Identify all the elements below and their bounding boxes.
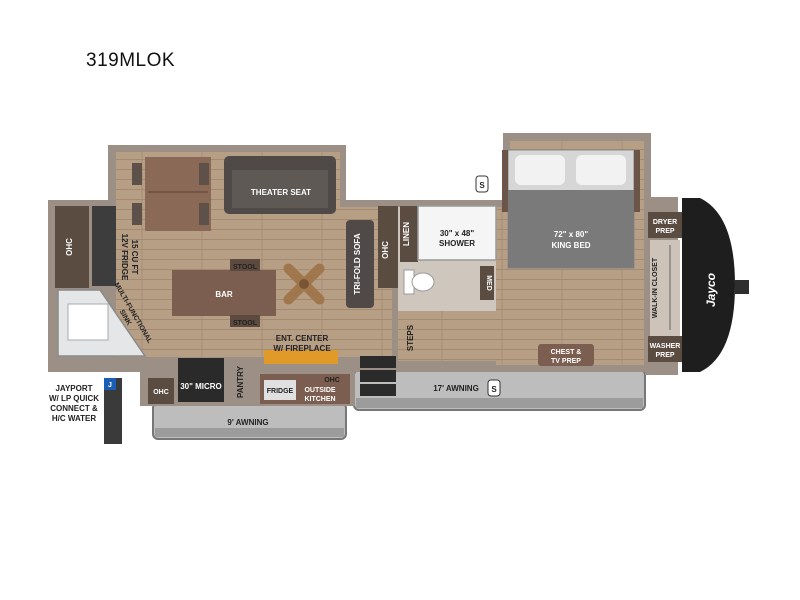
washer-line2: PREP — [655, 352, 674, 359]
fridge-12v — [92, 206, 116, 286]
stool-bottom: STOOL — [233, 320, 258, 327]
shower — [417, 205, 497, 261]
washer-line1: WASHER — [650, 343, 681, 350]
fridge-outside-label: FRIDGE — [267, 388, 294, 395]
chest-line2: TV PREP — [551, 358, 581, 365]
jayport-marker-text: J — [108, 382, 112, 389]
steps-label: STEPS — [406, 324, 415, 351]
bed-line1: 72" x 80" — [554, 230, 588, 239]
tri-fold-sofa-label: TRI-FOLD SOFA — [353, 233, 362, 295]
chest-line1: CHEST & — [551, 349, 582, 356]
awning-17-label: 17' AWNING — [433, 384, 479, 393]
dryer-line2: PREP — [655, 228, 674, 235]
slide-marker-top — [475, 175, 489, 193]
toilet — [403, 269, 435, 295]
shower-line1: 30" x 48" — [440, 229, 474, 238]
bar — [172, 270, 276, 316]
micro-label: 30" MICRO — [180, 382, 222, 391]
fridge-12v-line1: 15 CU FT — [130, 240, 139, 275]
steps — [360, 356, 396, 396]
washer-prep — [648, 336, 682, 362]
med-cabinet — [480, 266, 494, 300]
ohc-mid-label: OHC — [381, 241, 390, 259]
med-label: MED — [485, 275, 492, 291]
awning-9-label: 9' AWNING — [227, 418, 268, 427]
slide-marker-awning — [487, 379, 501, 397]
dinette — [132, 157, 211, 231]
shower-line2: SHOWER — [439, 239, 475, 248]
outside-line2: KITCHEN — [304, 396, 335, 403]
slide-marker-top-text: S — [479, 181, 485, 190]
ceiling-fan — [283, 263, 325, 305]
walk-in-closet — [650, 240, 680, 336]
jayport-line4: H/C WATER — [52, 414, 97, 423]
ent-line2: W/ FIREPLACE — [273, 344, 331, 353]
ohc-bottom-label: OHC — [153, 389, 169, 396]
slide-marker-awning-text: S — [491, 385, 497, 394]
floor-hall — [398, 311, 496, 361]
dryer-line1: DRYER — [653, 219, 677, 226]
bar-label: BAR — [215, 290, 233, 299]
brand-logo: Jayco — [704, 273, 718, 307]
linen-label: LINEN — [402, 222, 411, 246]
tri-fold-sofa — [346, 220, 374, 308]
front-cap — [682, 198, 735, 372]
sink-plumbing — [104, 378, 122, 444]
walk-in-closet-label: WALK-IN CLOSET — [652, 257, 659, 318]
ohc-mid — [378, 206, 398, 288]
stool-top: STOOL — [233, 264, 258, 271]
outside-line1: OUTSIDE — [304, 387, 335, 394]
jayport-line2: W/ LP QUICK — [49, 394, 99, 403]
pantry-label: PANTRY — [236, 365, 245, 398]
fridge-12v-line2: 12V FRIDGE — [120, 234, 129, 281]
jayport-marker — [104, 378, 116, 390]
ohc-outside-label: OHC — [324, 377, 340, 384]
ent-center — [264, 350, 338, 364]
microwave — [178, 358, 224, 402]
jayport-line3: CONNECT & — [50, 404, 98, 413]
ohc-left-label: OHC — [65, 238, 74, 256]
king-bed — [502, 149, 640, 269]
jayport-line1: JAYPORT — [55, 384, 92, 393]
ohc-left — [55, 206, 89, 288]
model-title: 319MLOK — [86, 50, 176, 71]
linen-cabinet — [400, 206, 418, 262]
dryer-prep — [648, 212, 682, 238]
ent-line1: ENT. CENTER — [276, 334, 329, 343]
bed-line2: KING BED — [551, 241, 590, 250]
ohc-bottom — [148, 378, 174, 404]
theater-seat-label: THEATER SEAT — [251, 188, 311, 197]
hitch — [735, 280, 749, 294]
chest-tv — [538, 344, 594, 366]
